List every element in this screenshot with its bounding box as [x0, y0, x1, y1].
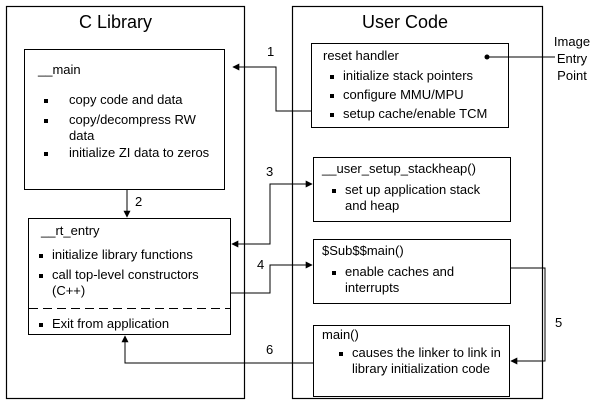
rt-entry-item-exit: Exit from application [38, 316, 170, 331]
step-number-2: 2 [135, 194, 143, 209]
rt-entry-item-constructors: call top-level constructors (C++) [39, 267, 212, 299]
main-func-box [313, 325, 510, 397]
step-number-6: 6 [266, 342, 274, 357]
sub-main-box [313, 239, 511, 304]
main-box-title: __main [38, 62, 81, 77]
reset-handler-box [311, 43, 509, 128]
arrow-5 [510, 267, 546, 365]
user-code-title: User Code [362, 12, 449, 32]
reset-item-mmu: configure MMU/MPU [330, 87, 464, 102]
image-entry-point-label: Image Entry Point [553, 34, 591, 83]
reset-handler-title: reset handler [323, 48, 399, 63]
main-item-copy-code: copy code and data [43, 92, 183, 107]
main-func-item: causes the linker to link in library ini… [339, 345, 504, 377]
rt-entry-item-init-lib: initialize library functions [39, 247, 193, 262]
rt-entry-title: __rt_entry [41, 223, 100, 238]
sub-main-item: enable caches and interrupts [332, 264, 485, 296]
step-number-4: 4 [257, 257, 265, 272]
step-number-3: 3 [266, 164, 274, 179]
c-library-title: C Library [79, 12, 153, 32]
step-number-1: 1 [267, 44, 275, 59]
arrow-1 [232, 63, 311, 112]
stackheap-title: __user_setup_stackheap() [322, 161, 476, 176]
step-number-5: 5 [555, 315, 563, 330]
arrow-3 [231, 180, 313, 248]
stackheap-box [313, 157, 511, 222]
arrow-6 [121, 335, 313, 364]
sub-main-title: $Sub$$main() [322, 243, 404, 258]
stackheap-item: set up application stack and heap [332, 182, 505, 214]
main-func-title: main() [322, 327, 359, 342]
main-box [24, 49, 225, 190]
arrow-4 [231, 261, 313, 294]
rt-entry-box [28, 218, 231, 335]
main-item-decompress: copy/decompress RW data [44, 112, 219, 144]
main-item-zero-init: initialize ZI data to zeros [43, 145, 210, 160]
entry-point-dot [484, 54, 490, 60]
reset-item-stack: initialize stack pointers [329, 68, 474, 83]
reset-item-cache: setup cache/enable TCM [329, 106, 488, 121]
